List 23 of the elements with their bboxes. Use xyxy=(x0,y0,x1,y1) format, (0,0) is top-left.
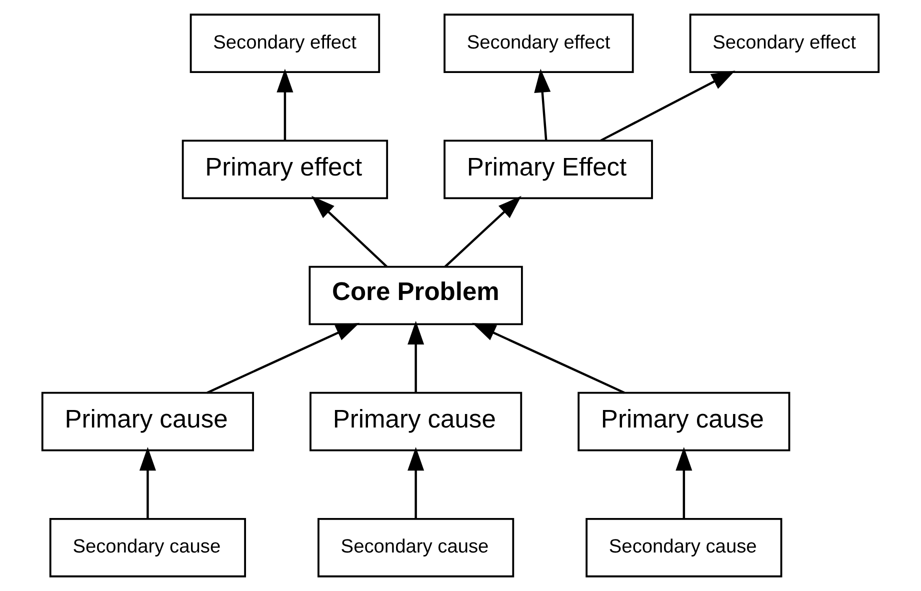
arrow xyxy=(276,68,294,141)
node-box: Secondary cause xyxy=(586,518,782,578)
arrow xyxy=(311,196,388,268)
arrow xyxy=(206,322,360,394)
node-box: Core Problem xyxy=(308,266,523,326)
node-box: Secondary effect xyxy=(190,14,380,74)
node-box: Secondary cause xyxy=(49,518,246,578)
arrow xyxy=(408,320,424,393)
node-box: Primary Effect xyxy=(444,140,653,200)
arrow xyxy=(472,322,625,394)
node-box: Primary effect xyxy=(182,140,388,200)
node-box: Primary cause xyxy=(41,392,254,452)
node-box: Primary cause xyxy=(310,392,522,452)
node-box: Secondary cause xyxy=(318,518,514,578)
node-box: Secondary effect xyxy=(444,14,634,74)
arrow xyxy=(444,196,522,268)
arrow xyxy=(676,446,692,519)
arrow xyxy=(534,68,551,141)
arrow xyxy=(139,446,156,519)
arrow xyxy=(600,70,736,142)
node-box: Primary cause xyxy=(578,392,790,452)
arrow xyxy=(408,446,424,519)
node-box: Secondary effect xyxy=(689,14,880,74)
